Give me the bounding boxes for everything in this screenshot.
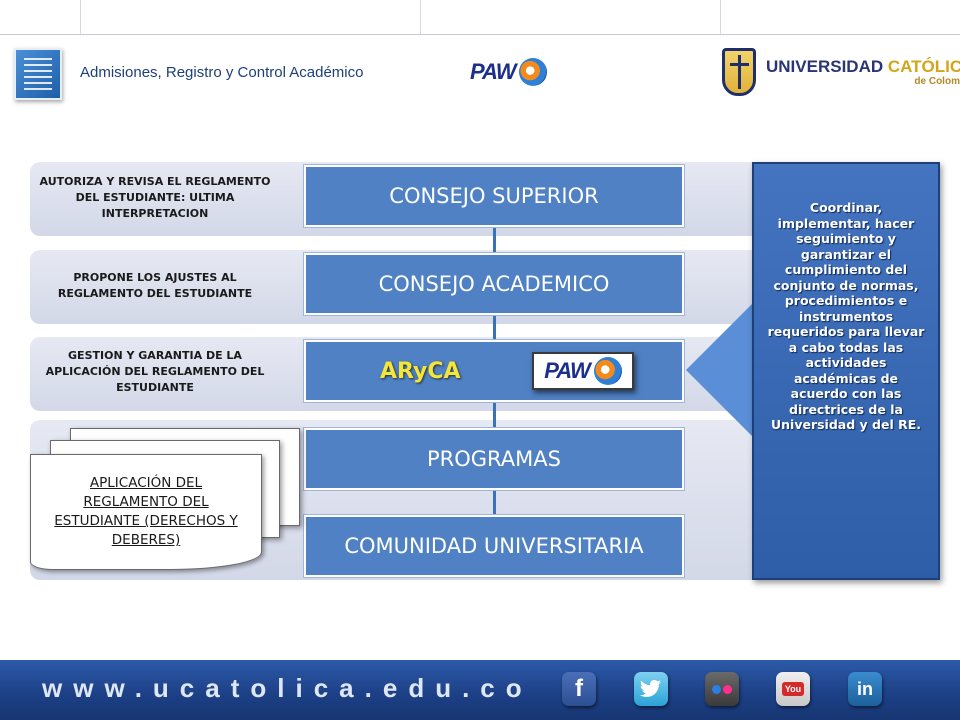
paw-badge: PAW — [532, 352, 634, 390]
box-consejo-superior: CONSEJO SUPERIOR — [304, 165, 684, 227]
youtube-label: You — [781, 682, 805, 696]
description-box: Coordinar, implementar, hacer seguimient… — [752, 162, 940, 580]
role-text-consejo-superior: AUTORIZA Y REVISA EL REGLAMENTO DEL ESTU… — [39, 175, 271, 220]
youtube-icon[interactable]: You — [776, 672, 810, 706]
university-name: UNIVERSIDAD — [766, 56, 884, 76]
footer-url-link[interactable]: www.ucatolica.edu.co — [42, 673, 533, 703]
paw-logo: PAW — [470, 58, 548, 86]
document-front: APLICACIÓN DEL REGLAMENTO DEL ESTUDIANTE… — [30, 454, 262, 570]
header-divider — [720, 0, 721, 34]
linkedin-icon[interactable]: in — [848, 672, 882, 706]
role-text-aryca: GESTION Y GARANTIA DE LA APLICACIÓN DEL … — [45, 349, 265, 394]
description-text: Coordinar, implementar, hacer seguimient… — [767, 200, 925, 432]
university-logo: UNIVERSIDAD CATÓLICA de Colombia — [722, 48, 960, 96]
header-rule — [0, 34, 960, 35]
aryca-label: ARyCA — [380, 358, 461, 384]
box-programas: PROGRAMAS — [304, 428, 684, 490]
box-consejo-academico: CONSEJO ACADEMICO — [304, 253, 684, 315]
office-logo-icon — [14, 48, 62, 100]
twitter-icon[interactable] — [634, 672, 668, 706]
role-text-consejo-academico: PROPONE LOS AJUSTES AL REGLAMENTO DEL ES… — [57, 271, 253, 300]
paw-logo-text: PAW — [470, 59, 516, 84]
paw-badge-text: PAW — [544, 358, 590, 383]
university-name-accent: CATÓLICA — [887, 56, 960, 76]
header-divider — [420, 0, 421, 34]
flickr-icon[interactable] — [705, 672, 739, 706]
paw-swirl-icon — [593, 357, 622, 385]
university-shield-icon — [722, 48, 756, 96]
paw-swirl-icon — [519, 58, 548, 86]
university-country: de Colombia — [914, 75, 960, 87]
box-comunidad-universitaria: COMUNIDAD UNIVERSITARIA — [304, 515, 684, 577]
page-title: Admisiones, Registro y Control Académico — [80, 64, 364, 81]
document-text: APLICACIÓN DEL REGLAMENTO DEL ESTUDIANTE… — [54, 475, 238, 548]
header-divider — [80, 0, 81, 34]
facebook-icon[interactable]: f — [562, 672, 596, 706]
